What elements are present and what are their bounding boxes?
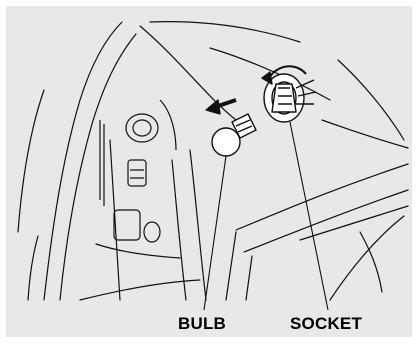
socket-label: SOCKET	[290, 314, 362, 334]
illustration-background	[6, 6, 412, 337]
bulb-label: BULB	[178, 314, 226, 334]
